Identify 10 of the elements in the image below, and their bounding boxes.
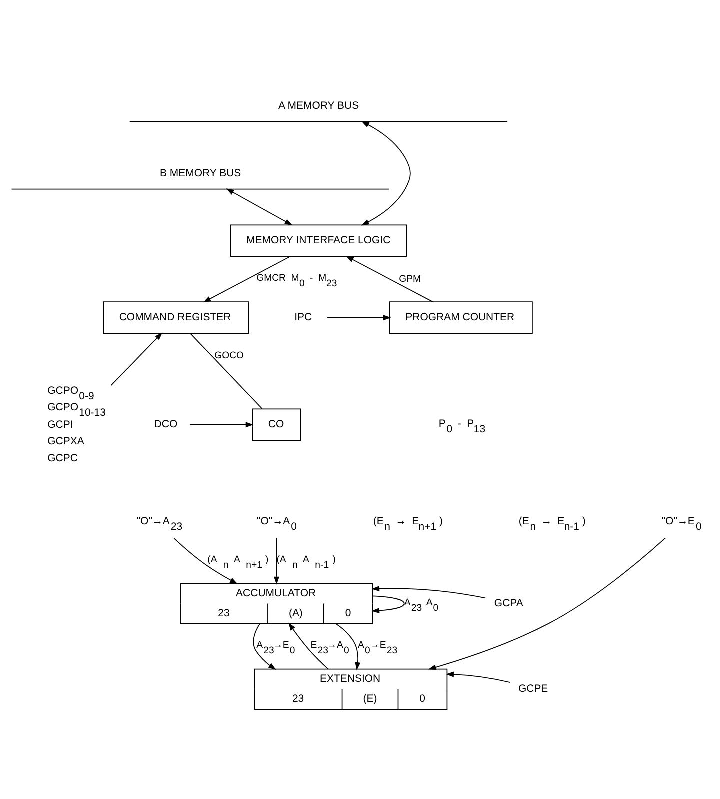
node-text: GCPE xyxy=(518,684,548,695)
node-text: GCPA xyxy=(494,598,524,609)
node-text: ACCUMULATOR 23 (A) 0 xyxy=(218,588,352,619)
node-text: EXTENSION 23 (E) 0 xyxy=(292,674,426,705)
node-text: DCO xyxy=(154,419,178,430)
node-text: B MEMORY BUS xyxy=(160,168,242,179)
node-text: IPC xyxy=(294,312,312,324)
edge-label: GOCO xyxy=(214,350,244,362)
edge-label: GPM xyxy=(399,273,422,284)
node-text: A MEMORY BUS xyxy=(278,100,360,112)
